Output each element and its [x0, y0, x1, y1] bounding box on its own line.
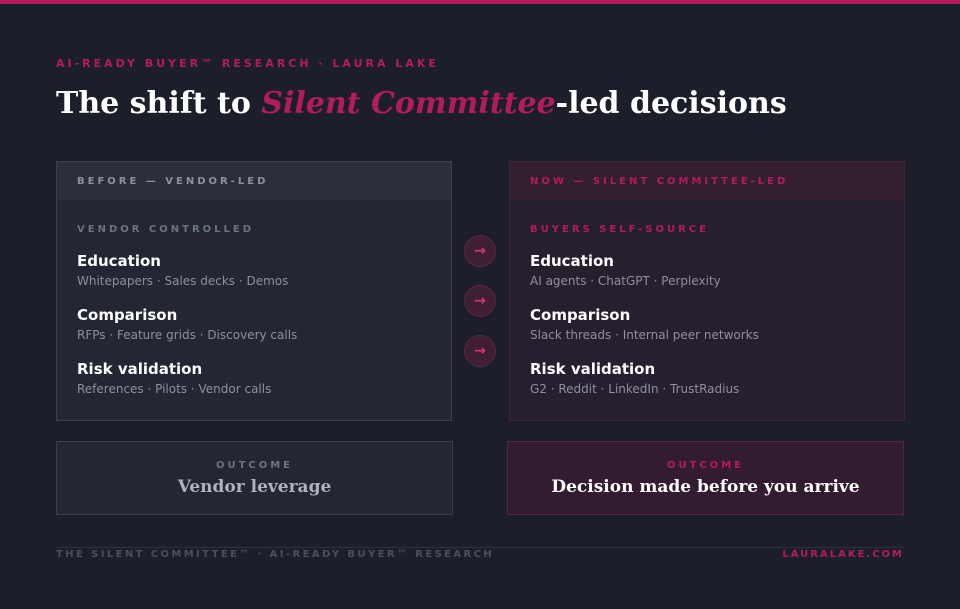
arrow-right-icon: →	[464, 285, 496, 317]
before-item-comparison: Comparison RFPs · Feature grids · Discov…	[77, 306, 297, 342]
outcome-label: OUTCOME	[666, 460, 745, 471]
before-item-education: Education Whitepapers · Sales decks · De…	[77, 252, 288, 288]
before-panel: BEFORE — VENDOR-LED VENDOR CONTROLLED Ed…	[56, 161, 452, 421]
footer-credit: THE SILENT COMMITTEE™ · AI-READY BUYER™ …	[56, 549, 495, 560]
outcome-value: Vendor leverage	[177, 477, 332, 497]
outcome-label: OUTCOME	[215, 460, 294, 471]
now-panel: NOW — SILENT COMMITTEE-LED BUYERS SELF-S…	[509, 161, 905, 421]
footer-site-link[interactable]: LAURALAKE.COM	[782, 549, 904, 560]
page-title: The shift to Silent Committee-led decisi…	[56, 86, 787, 121]
item-title: Risk validation	[530, 360, 656, 378]
now-panel-subheader: BUYERS SELF-SOURCE	[530, 224, 709, 235]
outcome-now: OUTCOME Decision made before you arrive	[507, 441, 904, 515]
now-item-comparison: Comparison Slack threads · Internal peer…	[530, 306, 759, 342]
item-description: RFPs · Feature grids · Discovery calls	[77, 328, 298, 342]
footer-divider	[56, 547, 904, 548]
outcome-before: OUTCOME Vendor leverage	[56, 441, 453, 515]
outcome-value: Decision made before you arrive	[551, 477, 860, 497]
item-description: AI agents · ChatGPT · Perplexity	[530, 274, 721, 288]
before-panel-header: BEFORE — VENDOR-LED	[57, 162, 451, 200]
now-item-risk-validation: Risk validation G2 · Reddit · LinkedIn ·…	[530, 360, 739, 396]
now-panel-header: NOW — SILENT COMMITTEE-LED	[510, 162, 904, 200]
arrow-right-icon: →	[464, 235, 496, 267]
top-accent-bar	[0, 0, 960, 4]
before-panel-subheader: VENDOR CONTROLLED	[77, 224, 255, 235]
item-title: Comparison	[77, 306, 178, 324]
title-suffix: -led decisions	[555, 86, 787, 121]
title-prefix: The shift to	[56, 86, 262, 121]
item-description: G2 · Reddit · LinkedIn · TrustRadius	[530, 382, 740, 396]
item-title: Education	[77, 252, 161, 270]
item-title: Education	[530, 252, 614, 270]
now-item-education: Education AI agents · ChatGPT · Perplexi…	[530, 252, 721, 288]
item-description: References · Pilots · Vendor calls	[77, 382, 272, 396]
item-description: Slack threads · Internal peer networks	[530, 328, 759, 342]
eyebrow-label: AI-READY BUYER™ RESEARCH · LAURA LAKE	[56, 57, 439, 70]
arrow-right-icon: →	[464, 335, 496, 367]
title-accent: Silent Committee	[261, 86, 556, 121]
item-title: Comparison	[530, 306, 631, 324]
item-title: Risk validation	[77, 360, 203, 378]
before-item-risk-validation: Risk validation References · Pilots · Ve…	[77, 360, 271, 396]
item-description: Whitepapers · Sales decks · Demos	[77, 274, 289, 288]
